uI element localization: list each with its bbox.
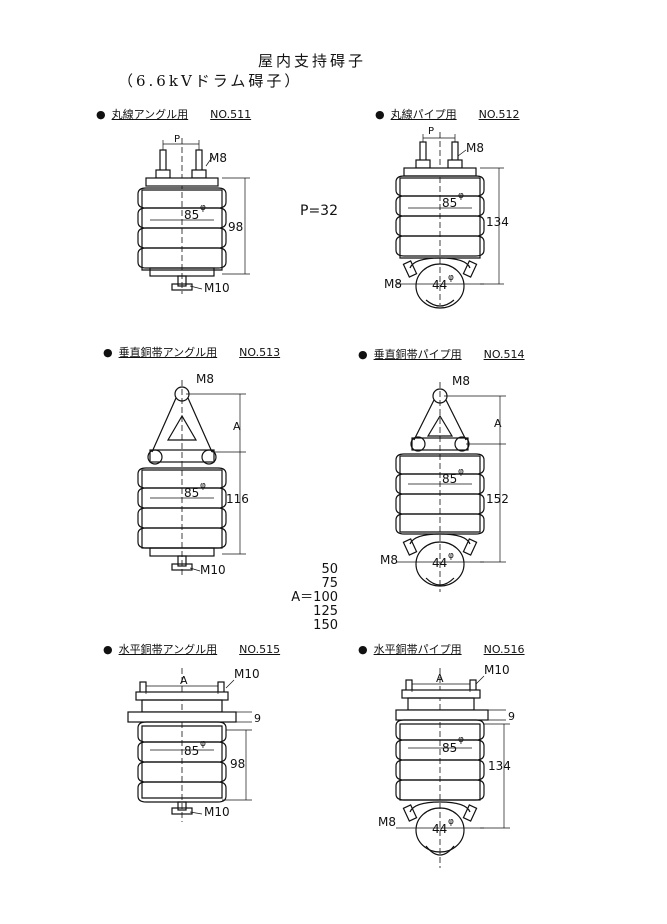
a-value: 125	[313, 604, 338, 619]
dim-diameter: 85	[184, 208, 199, 222]
caption-516: ● 水平銅帯パイプ用 NO.516	[358, 641, 525, 657]
caption-name: 水平銅帯パイプ用	[373, 643, 462, 656]
dim-top-bolt: M8	[452, 374, 470, 388]
caption-number: NO.513	[239, 346, 281, 359]
dim-top-bolt: M10	[484, 663, 510, 677]
dim-diameter: 85	[442, 741, 457, 755]
dim-diameter: 85	[442, 196, 457, 210]
dim-phi: φ	[458, 191, 464, 201]
caption-number: NO.515	[239, 643, 281, 656]
bullet-icon: ●	[103, 643, 113, 656]
dim-diameter: 85	[442, 472, 457, 486]
dim-pipe-diameter: 44	[432, 278, 447, 292]
dim-phi: φ	[200, 481, 206, 491]
dim-height: 98	[230, 757, 245, 771]
caption-514: ● 垂直銅帯パイプ用 NO.514	[358, 346, 525, 362]
pitch-note: P=32	[300, 203, 338, 219]
dim-plate-thickness: 9	[508, 710, 515, 723]
bullet-icon: ●	[103, 346, 113, 359]
caption-number: NO.511	[210, 108, 252, 121]
dim-a: A	[233, 420, 241, 433]
a-value: A＝100	[291, 590, 338, 605]
insulator-513: M8 A 85 φ 116 M10	[137, 372, 249, 578]
dim-pipe-phi: φ	[448, 273, 454, 283]
dim-bottom-bolt: M10	[204, 281, 230, 295]
dim-height: 98	[228, 220, 243, 234]
dim-diameter: 85	[184, 744, 199, 758]
dim-phi: φ	[458, 467, 464, 477]
dim-top-bolt: M8	[209, 151, 227, 165]
insulator-516: A M10 9 85 φ 134 M8 44 φ	[378, 663, 515, 868]
dim-phi: φ	[200, 739, 206, 749]
dim-height: 134	[486, 215, 509, 229]
bullet-icon: ●	[375, 108, 385, 121]
insulator-515: A M10 9 85 φ 98 M10	[127, 667, 261, 822]
a-value: 150	[313, 618, 338, 633]
dim-pitch: P	[174, 134, 180, 145]
a-values-list: 50 75 A＝100 125 150	[283, 563, 338, 633]
caption-511: ● 丸線アングル用 NO.511	[96, 106, 251, 122]
caption-number: NO.514	[483, 348, 525, 361]
bullet-icon: ●	[96, 108, 106, 121]
caption-name: 丸線アングル用	[111, 108, 189, 121]
caption-513: ● 垂直銅帯アングル用 NO.513	[103, 344, 280, 360]
bullet-icon: ●	[358, 348, 368, 361]
dim-a: A	[494, 417, 502, 430]
caption-name: 垂直銅帯パイプ用	[373, 348, 462, 361]
dim-phi: φ	[458, 735, 464, 745]
dim-height: 116	[226, 492, 249, 506]
dim-height: 152	[486, 492, 509, 506]
sheet-title: 屋内支持碍子	[258, 52, 367, 70]
caption-name: 丸線パイプ用	[390, 108, 457, 121]
dim-bottom-bolt: M10	[200, 563, 226, 577]
dim-plate-thickness: 9	[254, 712, 261, 725]
a-label: A＝	[291, 590, 314, 605]
caption-512: ● 丸線パイプ用 NO.512	[375, 106, 520, 122]
bullet-icon: ●	[358, 643, 368, 656]
dim-bottom-bolt: M8	[380, 553, 398, 567]
dim-pipe-phi: φ	[448, 817, 454, 827]
caption-number: NO.516	[483, 643, 525, 656]
dim-bottom-bolt: M8	[378, 815, 396, 829]
dim-pipe-diameter: 44	[432, 556, 447, 570]
dim-phi: φ	[200, 203, 206, 213]
dim-pitch: P	[428, 126, 434, 137]
dim-bottom-bolt: M8	[384, 277, 402, 291]
dim-a: A	[436, 672, 444, 685]
sheet-subtitle: （6.6kVドラム碍子）	[118, 72, 303, 90]
dim-bottom-bolt: M10	[204, 805, 230, 819]
dim-height: 134	[488, 759, 511, 773]
caption-name: 垂直銅帯アングル用	[118, 346, 218, 359]
insulator-511: P M8 85 φ 98 M10	[137, 134, 250, 295]
insulator-514: M8 A 85 φ 152 M8 44 φ	[380, 374, 509, 592]
insulator-512: P M8 85 φ 134 M8 44 φ	[384, 126, 509, 309]
dim-top-bolt: M8	[196, 372, 214, 386]
caption-515: ● 水平銅帯アングル用 NO.515	[103, 641, 280, 657]
a-value: 50	[321, 562, 338, 577]
dim-top-bolt: M8	[466, 141, 484, 155]
dim-pipe-phi: φ	[448, 551, 454, 561]
caption-number: NO.512	[478, 108, 520, 121]
dim-pipe-diameter: 44	[432, 822, 447, 836]
caption-name: 水平銅帯アングル用	[118, 643, 218, 656]
dim-top-bolt: M10	[234, 667, 260, 681]
a-value: 75	[321, 576, 338, 591]
dim-a: A	[180, 674, 188, 687]
dim-diameter: 85	[184, 486, 199, 500]
